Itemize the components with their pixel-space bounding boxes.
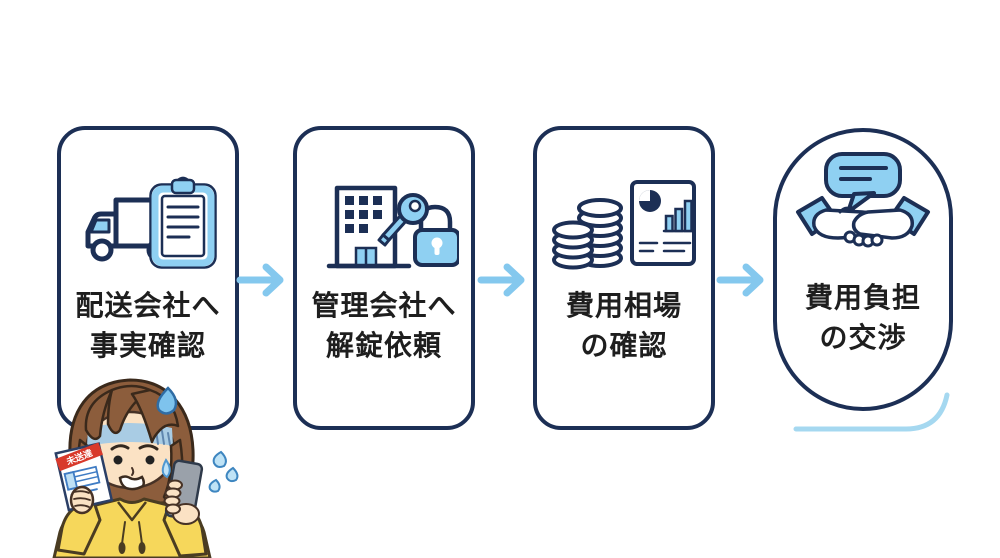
step-label-line2: 解錠依頼 xyxy=(325,328,442,362)
coins-chart-icon xyxy=(544,162,704,274)
step-label-line1: 配送会社へ xyxy=(75,289,221,322)
flow-step-2: 管理会社へ 解錠依頼 xyxy=(293,126,475,430)
worried-mouth xyxy=(118,475,146,491)
flow-arrow-1 xyxy=(236,263,284,297)
step-label-line2: の交渉 xyxy=(819,320,907,354)
flow-step-1: 配送会社へ 事実確認 xyxy=(57,126,239,430)
step-label-line2: 事実確認 xyxy=(89,328,206,362)
truck-clipboard-icon xyxy=(68,162,228,274)
building-key-lock-icon xyxy=(309,162,459,274)
hoodie-drawstrings xyxy=(118,521,146,554)
flow-step-4: 費用負担 の交渉 xyxy=(773,128,953,411)
step-label: 配送会社へ 事実確認 xyxy=(75,286,220,366)
tear-drop xyxy=(161,458,171,479)
step-label: 費用相場 の確認 xyxy=(566,286,682,366)
sweat-drop xyxy=(156,386,178,415)
handshake-speech-icon xyxy=(788,148,938,266)
worried-woman-illustration: 未送達 xyxy=(52,378,239,558)
flow-arrow-3 xyxy=(716,263,764,297)
step-label: 管理会社へ 解錠依頼 xyxy=(311,286,456,366)
eye-right xyxy=(145,455,155,465)
step-label: 費用負担 の交渉 xyxy=(805,278,921,358)
step-label-line1: 費用相場 xyxy=(565,289,682,322)
step-label-line1: 費用負担 xyxy=(804,281,921,314)
step-label-line2: の確認 xyxy=(580,328,668,362)
decorative-swoosh xyxy=(793,392,950,432)
eye-left xyxy=(113,455,123,465)
flow-step-3: 費用相場 の確認 xyxy=(533,126,715,430)
step-label-line1: 管理会社へ xyxy=(311,289,457,322)
right-hand xyxy=(163,479,200,525)
flow-arrow-2 xyxy=(477,263,525,297)
splash-droplets xyxy=(208,450,239,493)
